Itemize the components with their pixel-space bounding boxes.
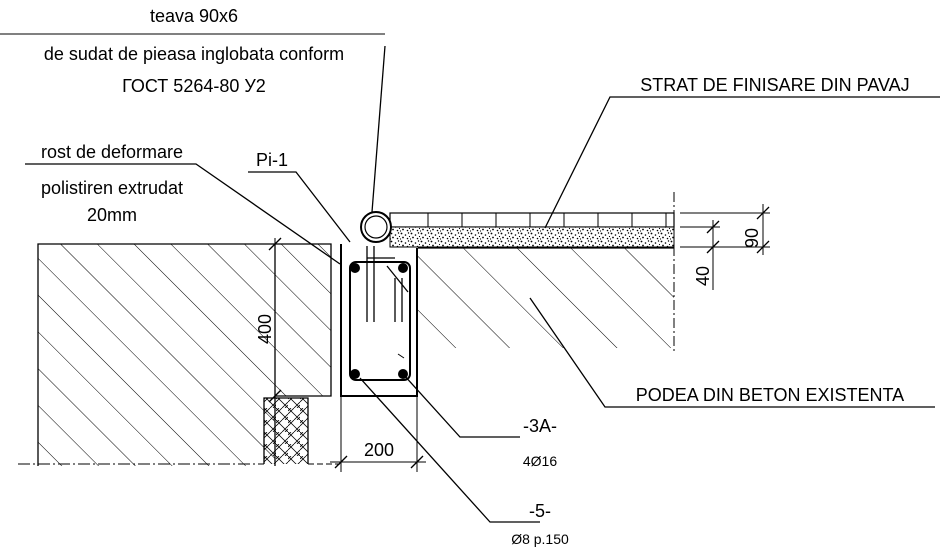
pipe (360, 211, 392, 243)
dim-width: 200 (330, 396, 426, 472)
joint-line3: 20mm (87, 205, 137, 225)
finish-layer-label: STRAT DE FINISARE DIN PAVAJ (640, 75, 909, 95)
joint-line1: rost de deformare (41, 142, 183, 162)
stirrup-mark: -5- (529, 501, 551, 521)
dim-width-text: 200 (364, 440, 394, 460)
rebar-main-mark: -3A- (523, 416, 557, 436)
rebar-main-spec: 4Ø16 (523, 453, 557, 469)
dim-height-text: 400 (255, 314, 275, 344)
left-slab (37, 243, 276, 466)
existing-floor (418, 247, 674, 348)
dim-finish-layer-text: 40 (693, 266, 713, 286)
existing-floor-label: PODEA DIN BETON EXISTENTA (636, 385, 904, 405)
pipe-line2: de sudat de pieasa inglobata conform (44, 44, 344, 64)
stirrup-spec: Ø8 p.150 (511, 531, 569, 547)
pipe-line3: ГОСТ 5264-80 У2 (122, 76, 266, 96)
dim-height: 400 (255, 237, 282, 404)
finish-layer (389, 212, 675, 248)
pipe-title: teava 90x6 (150, 6, 238, 26)
beam-mark: Pi-1 (256, 150, 288, 170)
dim-finish: 40 90 (680, 204, 770, 290)
joint-line2: polistiren extrudat (41, 178, 183, 198)
insulation-block (263, 397, 309, 464)
lower-step-block (275, 243, 332, 397)
leaders (25, 45, 940, 523)
dim-finish-total-text: 90 (742, 228, 762, 248)
labels: teava 90x6 de sudat de pieasa inglobata … (0, 6, 910, 547)
main-rebars (350, 263, 408, 379)
